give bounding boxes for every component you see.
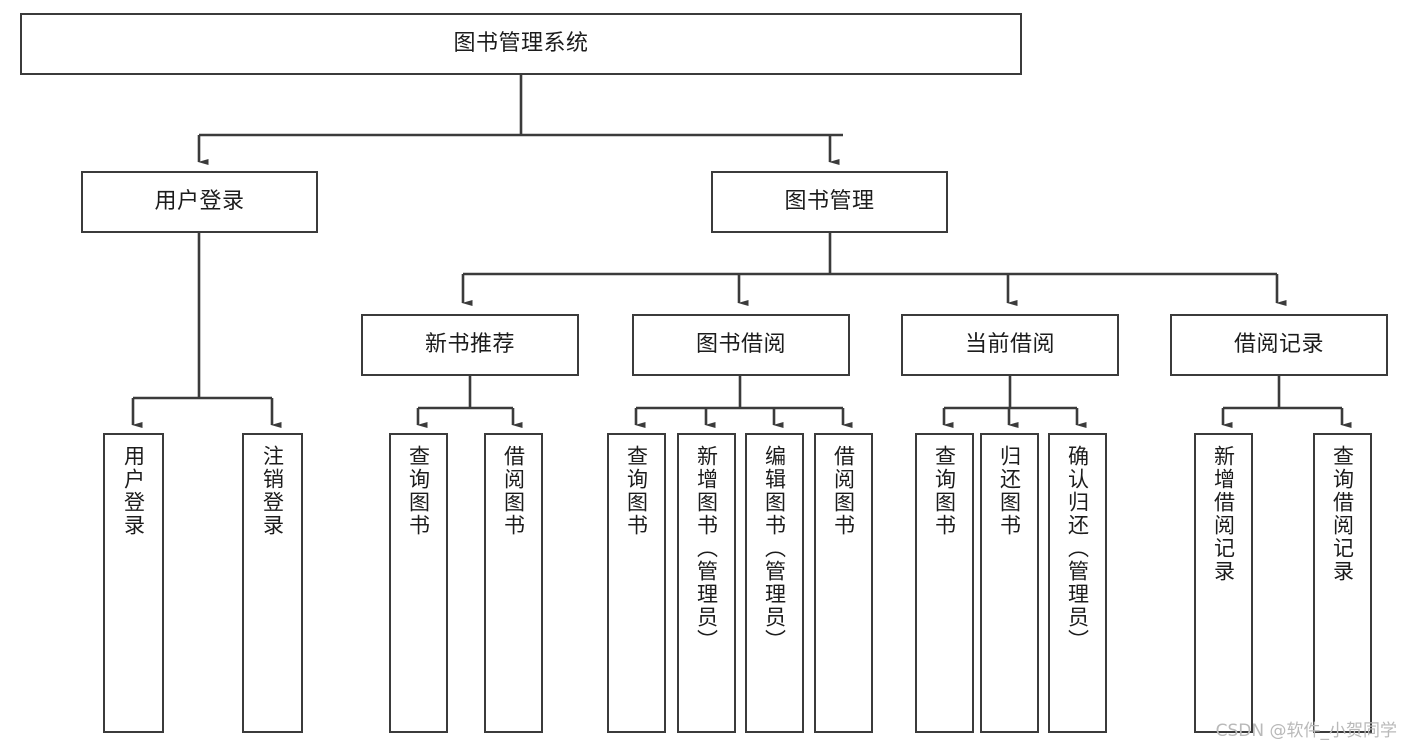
- node-leaf-query-record[interactable]: 查询借阅记录: [1313, 433, 1372, 733]
- node-new-book-rec-label: 新书推荐: [424, 332, 515, 358]
- node-leaf-borrow-book-2[interactable]: 借阅图书: [814, 433, 873, 733]
- node-leaf-query-book-3-label: 查询图书: [932, 445, 957, 537]
- node-leaf-confirm-return-label: 确认归还（管理员）: [1065, 445, 1090, 652]
- node-new-book-rec[interactable]: 新书推荐: [361, 314, 579, 376]
- node-leaf-borrow-book-2-label: 借阅图书: [831, 445, 856, 537]
- node-leaf-query-book-1[interactable]: 查询图书: [389, 433, 448, 733]
- node-current-borrow-label: 当前借阅: [964, 332, 1055, 358]
- node-leaf-return-book-label: 归还图书: [997, 445, 1022, 537]
- watermark-text: CSDN @软件_小贺同学: [1215, 721, 1397, 741]
- node-borrow-record-label: 借阅记录: [1233, 332, 1324, 358]
- node-borrow-record[interactable]: 借阅记录: [1170, 314, 1388, 376]
- node-leaf-edit-book-label: 编辑图书（管理员）: [762, 445, 787, 652]
- node-leaf-query-book-2[interactable]: 查询图书: [607, 433, 666, 733]
- node-leaf-user-login[interactable]: 用户登录: [103, 433, 164, 733]
- node-leaf-logout[interactable]: 注销登录: [242, 433, 303, 733]
- node-leaf-query-book-2-label: 查询图书: [624, 445, 649, 537]
- node-leaf-add-record[interactable]: 新增借阅记录: [1194, 433, 1253, 733]
- node-leaf-return-book[interactable]: 归还图书: [980, 433, 1039, 733]
- node-leaf-user-login-label: 用户登录: [121, 445, 146, 537]
- node-leaf-query-book-3[interactable]: 查询图书: [915, 433, 974, 733]
- node-book-borrow[interactable]: 图书借阅: [632, 314, 850, 376]
- node-book-manage[interactable]: 图书管理: [711, 171, 948, 233]
- node-user-login-label: 用户登录: [154, 189, 245, 215]
- node-user-login[interactable]: 用户登录: [81, 171, 318, 233]
- node-leaf-confirm-return[interactable]: 确认归还（管理员）: [1048, 433, 1107, 733]
- node-book-manage-label: 图书管理: [784, 189, 875, 215]
- node-leaf-add-record-label: 新增借阅记录: [1211, 445, 1236, 583]
- node-leaf-edit-book[interactable]: 编辑图书（管理员）: [745, 433, 804, 733]
- node-leaf-query-record-label: 查询借阅记录: [1330, 445, 1355, 583]
- node-book-borrow-label: 图书借阅: [695, 332, 786, 358]
- node-leaf-add-book[interactable]: 新增图书（管理员）: [677, 433, 736, 733]
- node-leaf-borrow-book-1-label: 借阅图书: [501, 445, 526, 537]
- node-root[interactable]: 图书管理系统: [20, 13, 1022, 75]
- node-leaf-borrow-book-1[interactable]: 借阅图书: [484, 433, 543, 733]
- node-leaf-add-book-label: 新增图书（管理员）: [694, 445, 719, 652]
- node-current-borrow[interactable]: 当前借阅: [901, 314, 1119, 376]
- node-root-label: 图书管理系统: [453, 31, 589, 57]
- node-leaf-logout-label: 注销登录: [260, 445, 285, 537]
- node-leaf-query-book-1-label: 查询图书: [406, 445, 431, 537]
